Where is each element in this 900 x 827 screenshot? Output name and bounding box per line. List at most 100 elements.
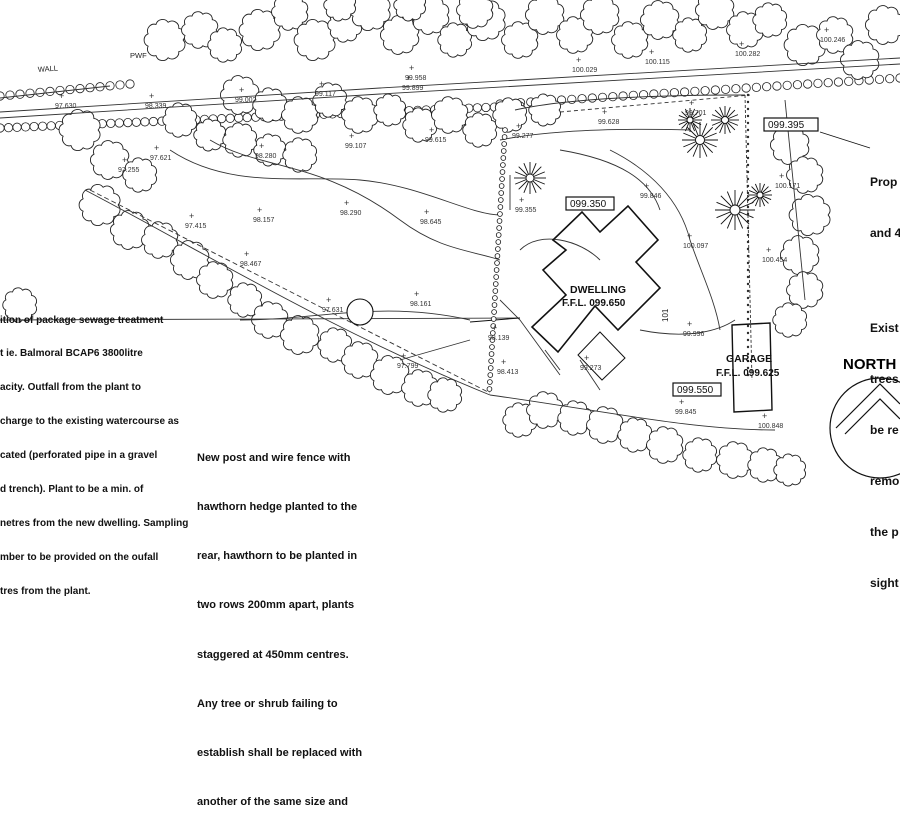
hedge-plant xyxy=(597,92,608,102)
boxed-level-2: 099.550 xyxy=(672,382,722,397)
tree-canopy xyxy=(122,157,157,193)
hedge-plant xyxy=(3,123,14,133)
spot-level: 99.701 xyxy=(685,110,707,117)
boundary-dot xyxy=(746,345,750,349)
boundary-dot xyxy=(746,177,750,181)
fence-post xyxy=(498,190,505,196)
boundary-dot xyxy=(746,310,750,314)
spot-level: 99.002 xyxy=(235,97,257,104)
spot-level: 97.799 xyxy=(397,363,419,370)
level-marker: + xyxy=(326,295,331,305)
dwelling-label: DWELLING xyxy=(570,284,626,296)
tree-canopy xyxy=(492,97,527,133)
hedge-plant xyxy=(556,95,567,105)
leader-line xyxy=(819,131,871,149)
hedge-plant xyxy=(803,79,813,89)
level-marker: + xyxy=(319,79,324,89)
spot-level: 99.277 xyxy=(512,133,534,140)
hedge-plant xyxy=(792,80,803,90)
level-marker: + xyxy=(689,98,694,108)
site-plan-drawing: +97.630+98.339+99.002+99.117+99.958+99.8… xyxy=(0,0,900,487)
tree-canopy xyxy=(786,156,824,194)
hedge-plant xyxy=(38,121,48,131)
level-marker: + xyxy=(259,141,264,151)
boundary-dot xyxy=(746,100,750,104)
spot-level: 100.097 xyxy=(683,243,708,250)
fence-post xyxy=(490,316,497,322)
boxed-level-3: 099.395 xyxy=(763,117,819,132)
fence-post xyxy=(491,302,498,308)
fence-post xyxy=(493,274,499,280)
boundary-dot xyxy=(746,366,750,370)
hedge-plant xyxy=(234,113,244,123)
tree-canopy xyxy=(252,87,287,123)
spot-level: 99.899 xyxy=(402,85,424,92)
hedge-plant xyxy=(114,118,124,128)
level-marker: + xyxy=(516,121,521,131)
hedge-plant xyxy=(29,121,39,132)
tree-canopy xyxy=(772,302,807,338)
tree-canopy xyxy=(193,118,226,152)
boundary-dot xyxy=(746,317,750,321)
hedge-plant xyxy=(823,78,833,88)
spot-level: 99.107 xyxy=(345,143,367,150)
level-marker: + xyxy=(602,107,607,117)
spot-level: 98.645 xyxy=(420,219,442,226)
boundary-dot xyxy=(746,170,750,174)
fence-post xyxy=(487,372,494,378)
tree-canopy xyxy=(617,417,652,453)
tree-canopy xyxy=(580,0,620,35)
fence-post xyxy=(492,288,499,294)
sewage-plant xyxy=(346,298,374,326)
level-marker: + xyxy=(239,85,244,95)
tree-canopy xyxy=(341,341,379,379)
level-marker: + xyxy=(687,319,692,329)
level-marker: + xyxy=(349,131,354,141)
fence-post xyxy=(497,204,504,210)
ref-101: 101 xyxy=(661,308,670,322)
spot-level: 100.171 xyxy=(775,183,800,190)
tree-canopy xyxy=(196,261,234,299)
hedge-plant xyxy=(669,88,679,98)
boundary-dot xyxy=(746,240,750,244)
hedge-plant xyxy=(5,90,15,100)
hedge-plant xyxy=(649,89,659,99)
spot-level: 99.628 xyxy=(598,119,620,126)
level-marker: + xyxy=(762,411,767,421)
dwelling-footprint xyxy=(530,204,662,381)
boundary-dot xyxy=(746,114,750,118)
tree-canopy xyxy=(110,210,150,250)
dwelling-ffl: F.F.L. 099.650 xyxy=(562,298,626,309)
boundary-dot xyxy=(746,331,750,335)
boundary-dot xyxy=(746,268,750,272)
tree-canopy xyxy=(312,82,347,118)
fence-post xyxy=(495,232,502,238)
wall-label: WALL xyxy=(38,64,59,74)
boundary-dot xyxy=(746,135,750,139)
hedge-plant xyxy=(55,85,65,96)
spot-level: 99.355 xyxy=(515,207,537,214)
hedge-plant xyxy=(148,116,159,127)
fence-post xyxy=(497,211,503,217)
garage-footprint xyxy=(731,322,773,413)
spot-level: 98.339 xyxy=(145,103,167,110)
tree-canopy xyxy=(427,377,462,413)
boxed-level-1: 099.350 xyxy=(565,196,615,211)
fence-post xyxy=(498,183,505,189)
boundary-dot xyxy=(746,324,750,328)
hedge-plant xyxy=(20,122,31,132)
boundary-dot xyxy=(746,191,750,195)
hedge-plant xyxy=(45,86,55,96)
hedge-plant xyxy=(140,117,150,127)
feature-shrub xyxy=(715,190,755,230)
tree-canopy xyxy=(402,107,437,143)
hedge-plant xyxy=(885,74,895,84)
tree-canopy xyxy=(380,15,420,55)
tree-canopy xyxy=(143,19,186,61)
fence-post xyxy=(487,379,493,385)
spot-level: 99.996 xyxy=(683,331,705,338)
hedge-plant xyxy=(690,86,700,96)
tree-canopy xyxy=(752,2,787,38)
fence-post xyxy=(494,253,501,259)
boundary-dot xyxy=(746,163,750,167)
